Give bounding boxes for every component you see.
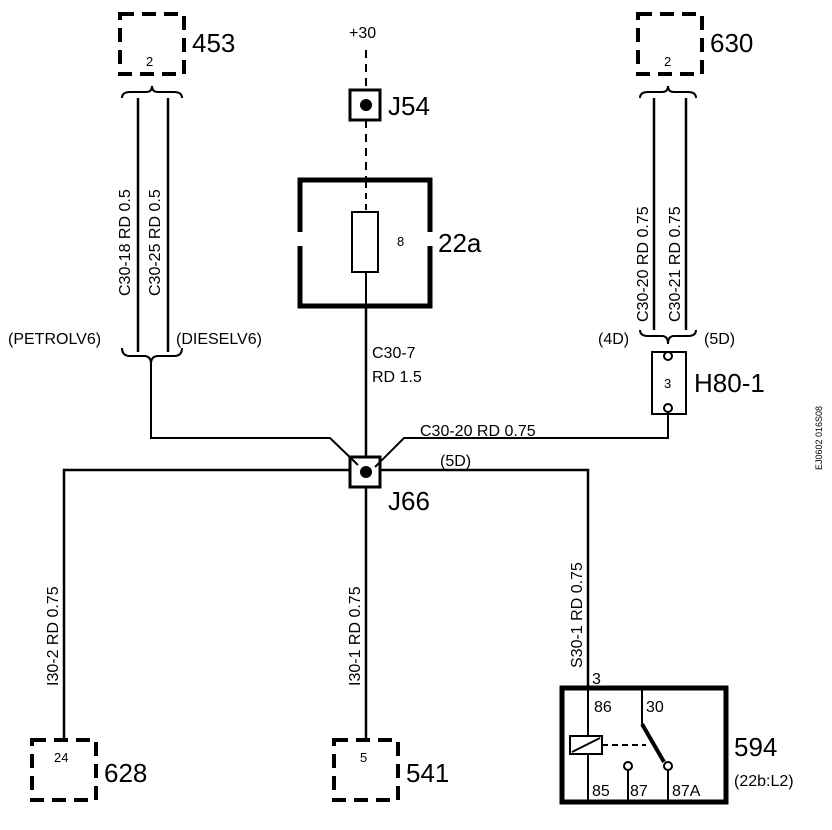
wire-i30-1-label: I30-1 RD 0.75	[347, 586, 364, 686]
brace-630	[639, 85, 697, 99]
h80-pin: 3	[664, 376, 671, 391]
relay-pin-85: 85	[592, 783, 610, 800]
wire-c30-18-label: C30-18 RD 0.5	[117, 189, 134, 296]
connector-628-label: 628	[104, 758, 147, 788]
h80-pin-bottom	[663, 403, 673, 413]
connector-541-pin: 5	[360, 750, 367, 765]
splice-j54-label: J54	[388, 91, 430, 121]
drawing-code: EJ0602 016S08	[814, 406, 824, 470]
supply-label: +30	[349, 25, 376, 42]
wire-i30-2	[62, 468, 350, 742]
brace-h80	[639, 329, 697, 345]
connector-453-label: 453	[192, 28, 235, 58]
relay-contact-87a	[663, 761, 673, 771]
brace-453	[121, 85, 183, 99]
variant-5d-top: (5D)	[704, 331, 735, 348]
wire-c30-7-label-a: C30-7	[372, 345, 416, 362]
wire-c30-7-label-b: RD 1.5	[372, 369, 422, 386]
relay-switch	[640, 722, 666, 764]
splice-j66-dot	[360, 466, 372, 478]
h80-pin-top	[663, 351, 673, 361]
wire-i30-2-label: I30-2 RD 0.75	[45, 586, 62, 686]
wire-c30-20-h-label: C30-20 RD 0.75	[420, 423, 536, 440]
connector-628-pin: 24	[54, 750, 68, 765]
connector-453-box	[118, 12, 186, 76]
fuse-label: 22a	[438, 228, 482, 258]
splice-j66-label: J66	[388, 486, 430, 516]
connector-628-box	[30, 738, 98, 802]
relay-sublabel: (22b:L2)	[734, 773, 794, 790]
connector-453-pin: 2	[146, 54, 153, 69]
relay-contact-87	[623, 761, 633, 771]
connector-630-label: 630	[710, 28, 753, 58]
relay-pin-30: 30	[646, 699, 664, 716]
wire-s30-1	[380, 468, 590, 688]
wire-c30-25-label: C30-25 RD 0.5	[147, 189, 164, 296]
relay-pin-3: 3	[592, 671, 601, 688]
variant-petrol: (PETROLV6)	[8, 331, 101, 348]
variant-5d-mid: (5D)	[440, 453, 471, 470]
relay-pin-86: 86	[594, 699, 612, 716]
connector-630-box	[636, 12, 704, 76]
relay-label: 594	[734, 732, 777, 762]
fuse-element	[351, 211, 379, 273]
wire-c30-20-h	[374, 412, 669, 468]
wire-s30-1-label: S30-1 RD 0.75	[569, 562, 586, 668]
relay-594-box	[559, 685, 729, 805]
relay-pin-87a: 87A	[672, 783, 701, 800]
splice-j54-dot	[360, 99, 372, 111]
wire-c30-21-label: C30-21 RD 0.75	[667, 206, 684, 322]
connector-541-label: 541	[406, 758, 449, 788]
variant-4d: (4D)	[598, 331, 629, 348]
connector-630-pin: 2	[664, 54, 671, 69]
brace-variant	[121, 347, 183, 365]
fuse-number: 8	[397, 234, 404, 249]
wire-c30-20-up-label: C30-20 RD 0.75	[635, 206, 652, 322]
relay-pin-87: 87	[630, 783, 648, 800]
connector-541-box	[332, 738, 400, 802]
variant-diesel: (DIESELV6)	[176, 331, 262, 348]
wire-variant-to-j66	[150, 364, 359, 466]
relay-coil-diag	[571, 737, 601, 753]
h80-label: H80-1	[694, 368, 765, 398]
